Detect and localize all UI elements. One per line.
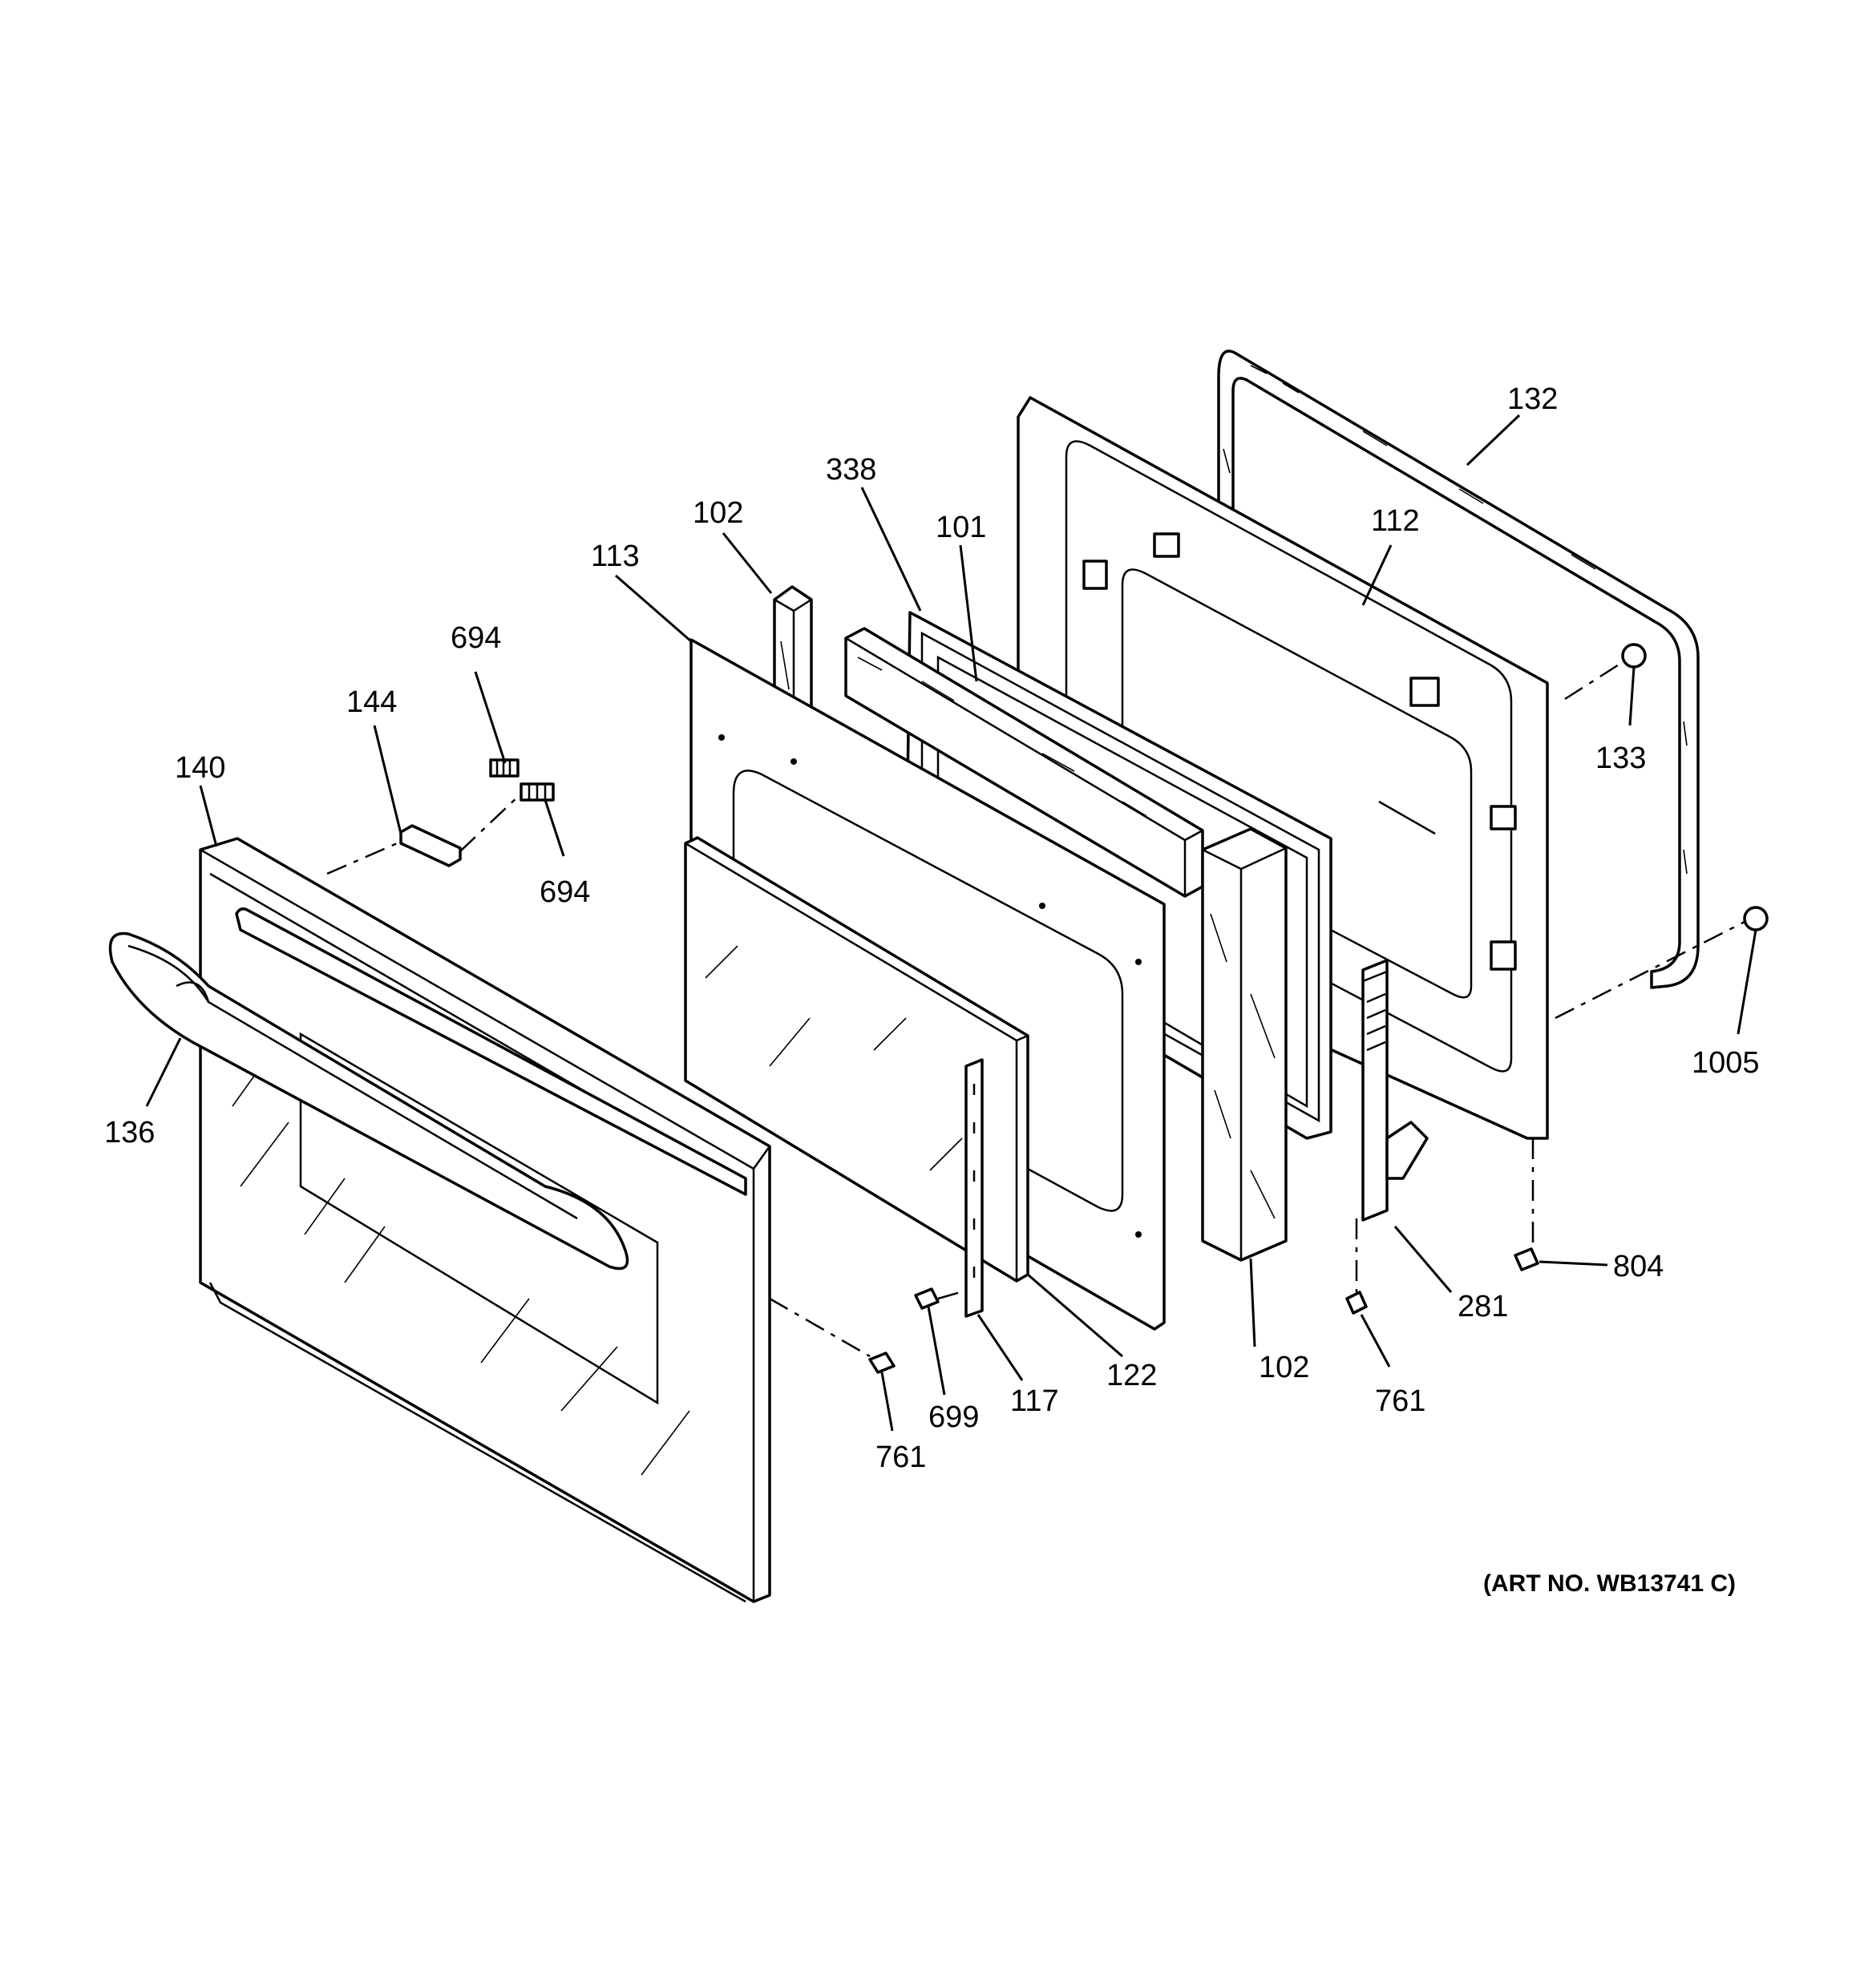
insulation-block-102-bottom (1201, 827, 1288, 1262)
door-handle-136 (108, 931, 629, 1271)
screw-761-left (769, 1297, 896, 1374)
screw-694-mid (520, 782, 555, 802)
hinge-channel-117 (964, 1058, 984, 1318)
part-labels: 132 338 102 101 112 113 694 133 144 140 … (104, 382, 1760, 1474)
hinge-281 (1361, 959, 1429, 1222)
label-132: 132 (1507, 382, 1558, 416)
label-102-top: 102 (693, 496, 743, 530)
label-112: 112 (1371, 504, 1420, 538)
bracket-144 (399, 824, 462, 867)
label-101: 101 (936, 511, 986, 544)
label-338: 338 (826, 453, 876, 487)
screw-761-right (1345, 1218, 1368, 1315)
label-761-left: 761 (875, 1440, 926, 1474)
label-122: 122 (1106, 1359, 1157, 1392)
label-140: 140 (175, 751, 225, 785)
screw-804 (1514, 1138, 1539, 1271)
art-number: (ART NO. WB13741 C) (1483, 1570, 1736, 1597)
label-804: 804 (1613, 1250, 1664, 1283)
label-133: 133 (1595, 741, 1646, 775)
label-144: 144 (346, 685, 397, 719)
outer-door-panel-140 (199, 837, 771, 1603)
screw-1005 (1555, 906, 1769, 1020)
label-694-mid: 694 (540, 875, 590, 909)
label-136: 136 (104, 1116, 155, 1150)
screw-699 (914, 1287, 967, 1310)
label-117: 117 (1010, 1384, 1059, 1418)
label-113: 113 (591, 539, 640, 573)
leader-lines (145, 414, 1757, 1432)
label-761-right: 761 (1375, 1384, 1425, 1418)
label-102-bottom: 102 (1259, 1351, 1309, 1384)
label-694-top: 694 (451, 621, 501, 655)
screw-694-top (489, 758, 520, 778)
label-281: 281 (1458, 1290, 1508, 1323)
label-1005: 1005 (1692, 1046, 1760, 1080)
label-699: 699 (928, 1400, 979, 1434)
